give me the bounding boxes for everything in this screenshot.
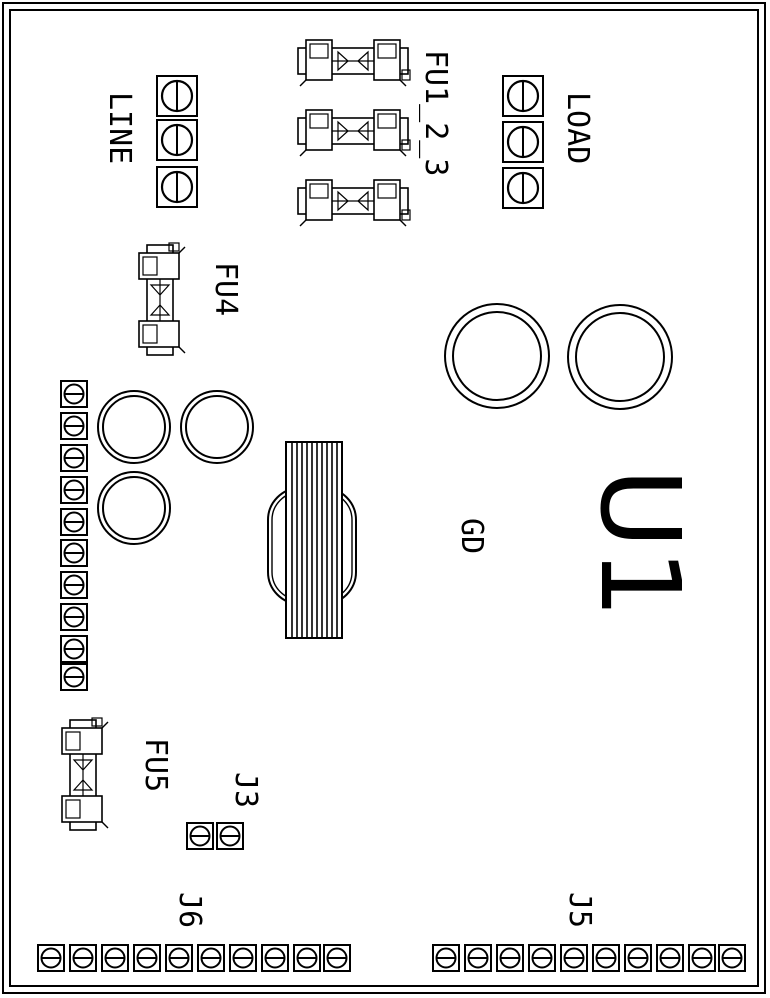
- j5-pin: [718, 944, 746, 972]
- gd-label: GD: [454, 518, 489, 554]
- j5-pin: [624, 944, 652, 972]
- j3-pin: [186, 822, 214, 850]
- header-pin: [60, 635, 88, 663]
- j5-pin: [496, 944, 524, 972]
- fuse-holder-fu2: [297, 109, 411, 157]
- header-pin: [60, 444, 88, 472]
- header-pin: [60, 663, 88, 691]
- board-outline-inner: [9, 9, 759, 987]
- j3-label: J3: [228, 772, 263, 808]
- j6-pin: [197, 944, 225, 972]
- j5-pin: [656, 944, 684, 972]
- header-pin: [60, 508, 88, 536]
- fuse-holder-fu1: [297, 39, 411, 87]
- j3-connector: [186, 822, 244, 850]
- line-terminal-block: [155, 74, 199, 209]
- header-pin: [60, 571, 88, 599]
- j6-pin: [261, 944, 289, 972]
- fu123-label: FU1_2_3: [418, 50, 453, 176]
- capacitor-small-3: [97, 471, 171, 545]
- j5-pin: [592, 944, 620, 972]
- capacitor-small-2: [180, 390, 254, 464]
- capacitor-small-1: [97, 390, 171, 464]
- line-terminal: [155, 118, 199, 162]
- header-pin: [60, 380, 88, 408]
- j6-pin: [37, 944, 65, 972]
- line-terminal: [155, 74, 199, 118]
- left-header-connector: [60, 380, 88, 691]
- fu5-label: FU5: [138, 738, 173, 792]
- j5-label: J5: [562, 892, 597, 928]
- u1-label: U1: [576, 468, 704, 619]
- fuse-holder-fu3: [297, 179, 411, 227]
- j6-pin: [323, 944, 351, 972]
- header-pin: [60, 539, 88, 567]
- line-terminal: [155, 165, 199, 209]
- load-label: LOAD: [560, 92, 595, 164]
- line-label: LINE: [102, 92, 137, 164]
- load-terminal: [501, 166, 545, 210]
- header-pin: [60, 476, 88, 504]
- fuse-holder-fu4: [138, 242, 186, 356]
- j6-connector: [37, 944, 351, 972]
- load-terminal-block: [501, 74, 545, 210]
- j5-connector: [432, 944, 746, 972]
- j6-pin: [69, 944, 97, 972]
- fuse-holder-fu5: [61, 717, 109, 831]
- load-terminal: [501, 120, 545, 164]
- j6-pin: [293, 944, 321, 972]
- header-pin: [60, 603, 88, 631]
- j6-label: J6: [172, 892, 207, 928]
- j6-pin: [101, 944, 129, 972]
- header-pin: [60, 412, 88, 440]
- j3-pin: [216, 822, 244, 850]
- load-terminal: [501, 74, 545, 118]
- j5-pin: [432, 944, 460, 972]
- fu4-label: FU4: [208, 262, 243, 316]
- j6-pin: [229, 944, 257, 972]
- capacitor-large-2: [567, 304, 673, 410]
- j6-pin: [165, 944, 193, 972]
- transformer-core: [267, 441, 357, 639]
- j6-pin: [133, 944, 161, 972]
- j5-pin: [688, 944, 716, 972]
- j5-pin: [528, 944, 556, 972]
- capacitor-large-1: [444, 303, 550, 409]
- j5-pin: [560, 944, 588, 972]
- j5-pin: [464, 944, 492, 972]
